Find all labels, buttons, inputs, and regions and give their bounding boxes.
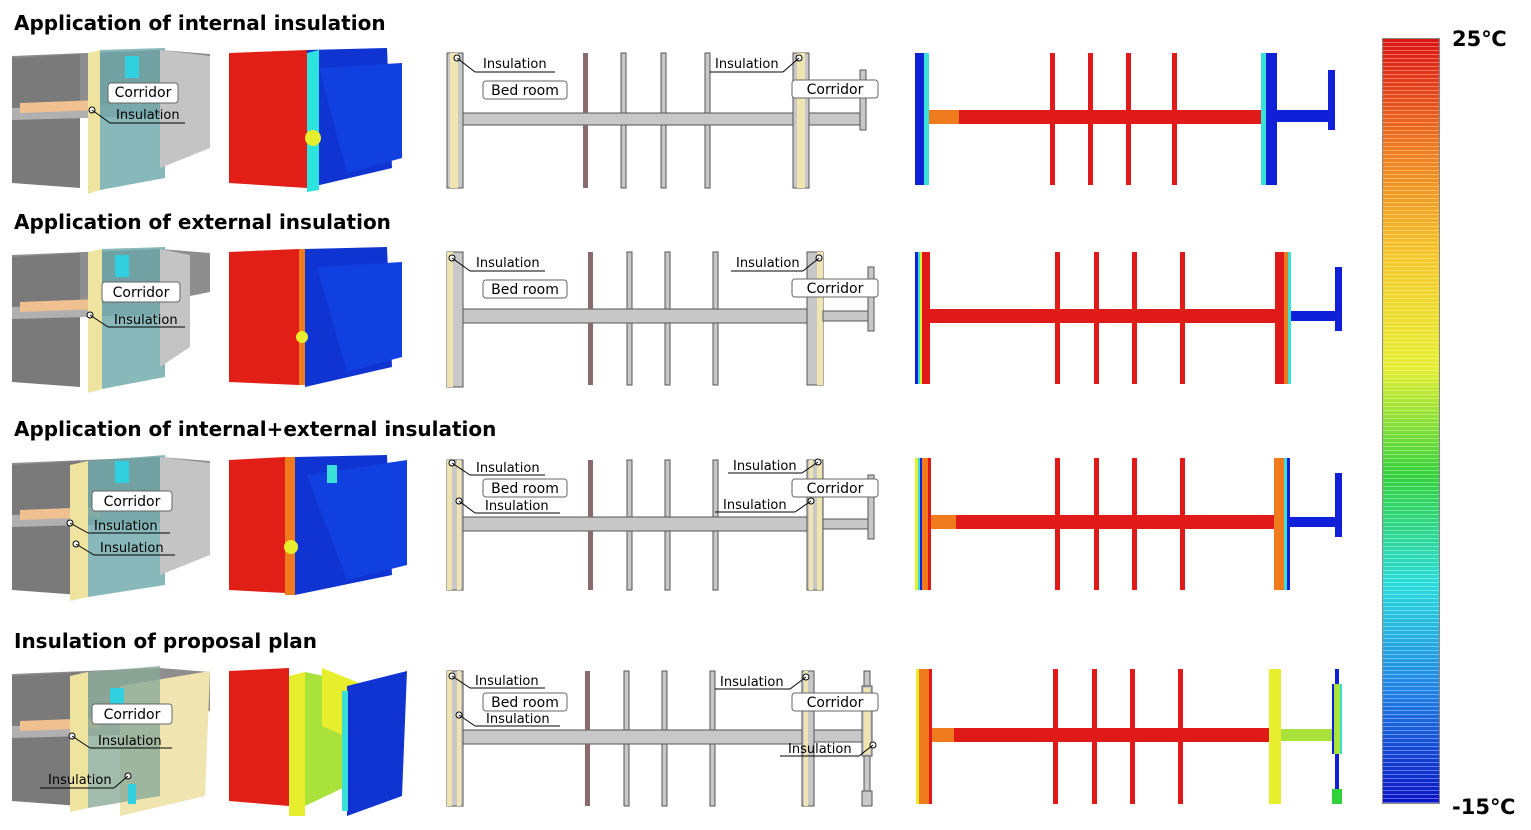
row-internal-external: Corridor Insulation Insulation	[0, 455, 1360, 605]
row-title-4: Insulation of proposal plan	[14, 629, 318, 653]
scale-max-label: 25℃	[1452, 27, 1507, 51]
iso-label-insulation-2: Insulation	[48, 773, 112, 788]
sec-label-bedroom: Bed room	[491, 83, 559, 99]
iso-label-insulation-2: Insulation	[100, 541, 164, 556]
thermal-section	[915, 53, 1335, 185]
sec-label-insulation-bottom-left: Insulation	[485, 499, 549, 514]
iso-model: Corridor Insulation Insulation	[12, 455, 210, 601]
iso-label-corridor: Corridor	[113, 285, 170, 301]
thermal-section	[915, 458, 1342, 590]
row-proposal: Corridor Insulation Insulation	[0, 666, 1360, 816]
iso-label-insulation: Insulation	[116, 108, 180, 123]
iso-label-corridor: Corridor	[104, 707, 161, 723]
sec-label-insulation-top-right: Insulation	[733, 459, 797, 474]
row-title-3: Application of internal+external insulat…	[14, 417, 497, 441]
row-internal: Corridor Insulation Insulation Bed room	[0, 48, 1360, 198]
iso-model: Corridor Insulation	[12, 247, 210, 393]
sec-label-insulation-right: Insulation	[715, 57, 779, 72]
iso-label-corridor: Corridor	[115, 85, 172, 101]
scale-min-label: -15℃	[1452, 795, 1516, 819]
iso-label-insulation-1: Insulation	[94, 519, 158, 534]
sec-label-insulation-right: Insulation	[736, 256, 800, 271]
sec-label-bedroom: Bed room	[491, 282, 559, 298]
thermal-3d	[229, 668, 407, 816]
sec-label-bedroom: Bed room	[491, 695, 559, 711]
section-drawing: Insulation Bed room Insulation Corridor	[446, 52, 879, 189]
row-title-1: Application of internal insulation	[14, 11, 386, 35]
thermal-3d	[229, 455, 407, 595]
iso-label-corridor: Corridor	[104, 494, 161, 510]
sec-label-insulation-top-left: Insulation	[476, 461, 540, 476]
sec-label-insulation-bottom-right: Insulation	[788, 742, 852, 757]
sec-label-insulation-left: Insulation	[483, 57, 547, 72]
section-drawing: Insulation Bed room Insulation Insulatio…	[446, 670, 879, 807]
sec-label-insulation-left: Insulation	[476, 256, 540, 271]
iso-model: Corridor Insulation Insulation	[12, 666, 210, 816]
sec-label-corridor: Corridor	[807, 281, 864, 297]
sec-label-insulation-top-left: Insulation	[475, 674, 539, 689]
row-external: Corridor Insulation Insulation Bed room	[0, 247, 1360, 397]
section-drawing: Insulation Bed room Insulation Corridor	[446, 251, 879, 388]
thermal-section	[915, 252, 1342, 384]
thermal-section	[916, 669, 1342, 804]
row-title-2: Application of external insulation	[14, 210, 391, 234]
sec-label-corridor: Corridor	[807, 695, 864, 711]
sec-label-bedroom: Bed room	[491, 481, 559, 497]
sec-label-insulation-bottom-left: Insulation	[486, 712, 550, 727]
sec-label-corridor: Corridor	[807, 481, 864, 497]
thermal-3d	[229, 247, 402, 387]
section-drawing: Insulation Bed room Insulation Insulatio…	[446, 458, 879, 591]
iso-label-insulation-1: Insulation	[98, 734, 162, 749]
iso-model: Corridor Insulation	[12, 48, 210, 194]
sec-label-insulation-bottom-right: Insulation	[723, 498, 787, 513]
sec-label-corridor: Corridor	[807, 82, 864, 98]
iso-label-insulation: Insulation	[114, 313, 178, 328]
temperature-scale-bar	[1382, 38, 1440, 804]
thermal-3d	[229, 48, 402, 192]
sec-label-insulation-top-right: Insulation	[720, 675, 784, 690]
